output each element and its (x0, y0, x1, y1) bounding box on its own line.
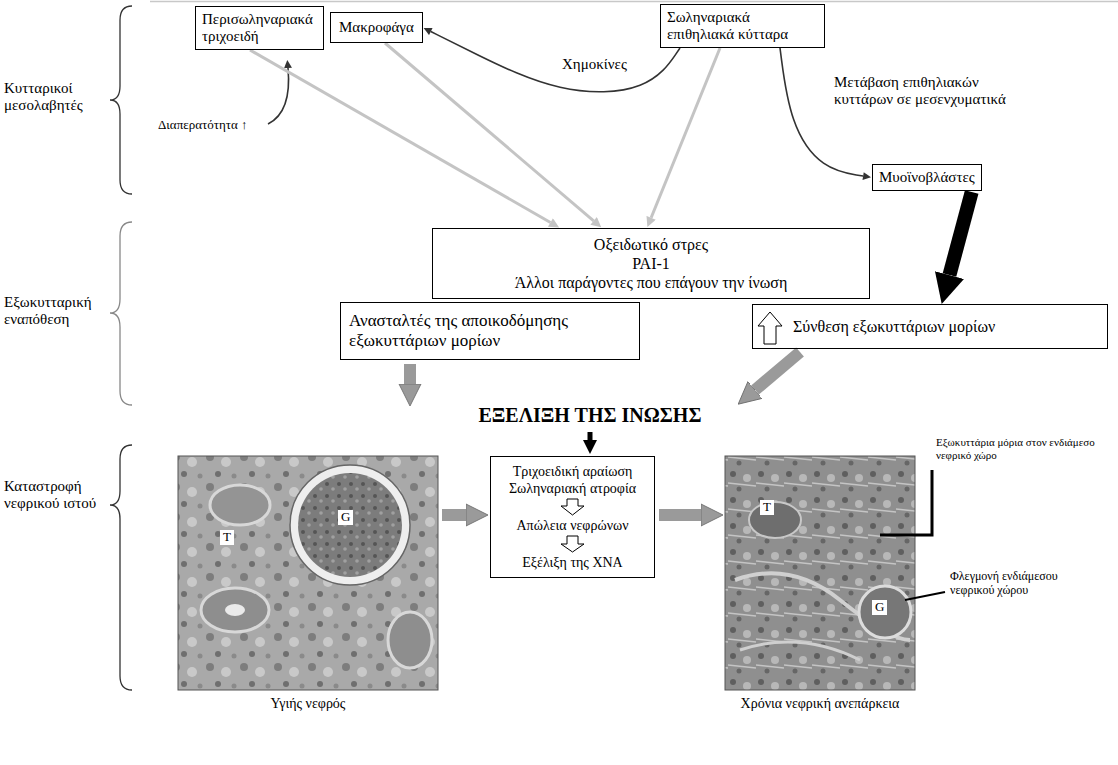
box-text: Ανασταλτές της αποικοδόμησης εξωκυττάριω… (349, 311, 631, 351)
edge-label: Χημοκίνες (560, 56, 629, 73)
block-arrow (442, 509, 466, 521)
healthy-micrograph (178, 456, 438, 690)
flow-arrow (250, 50, 550, 223)
structure-tag: G (338, 510, 353, 525)
block-arrow (755, 352, 800, 390)
box-text: Σωληναριακά επιθηλιακά κύτταρα (667, 9, 818, 43)
leader-line (905, 592, 945, 600)
leader-line (880, 470, 932, 535)
synthesis-box: Σύνθεση εξωκυττάριων μορίων (752, 304, 1108, 349)
structure-tag: G (872, 600, 887, 615)
box-text: PAI-1 (439, 254, 863, 273)
section-brace (110, 222, 132, 405)
box-text: Απώλεια νεφρώνων (497, 517, 648, 534)
structure-tag: T (220, 530, 234, 545)
box-text: Περισωληναριακά τριχοειδή (202, 11, 317, 45)
tubule (201, 588, 269, 632)
section-brace (110, 445, 132, 690)
down-symbol (561, 536, 584, 552)
box-text: Σύνθεση εξωκυττάριων μορίων (793, 317, 1099, 336)
section-label: Κυτταρικοί μεσολαβητές (4, 80, 108, 115)
down-symbol (561, 499, 584, 515)
cell-box: Μακροφάγα (330, 12, 423, 43)
outcome-box: Τριχοειδική αραίωσηΣωληναριακή ατροφίαΑπ… (490, 456, 655, 578)
section-label: Καταστροφή νεφρικού ιστού (4, 478, 108, 513)
section-label: Εξωκυτταρική εναπόθεση (4, 294, 108, 329)
flow-arrow (949, 192, 971, 275)
box-text: Οξειδωτικό στρες (439, 235, 863, 254)
edge-label: Μετάβαση επιθηλιακών κυττάρων σε μεσενχυ… (832, 74, 1011, 109)
stage-heading: ΕΞΕΛΙΞΗ ΤΗΣ ΙΝΩΣΗΣ (440, 404, 740, 427)
effect-label: Διαπερατότητα ↑ (158, 118, 248, 133)
box-text: Μυοϊνοβλάστες (879, 169, 975, 186)
flow-arrow (651, 48, 720, 218)
image-caption: Χρόνια νεφρική ανεπάρκεια (700, 696, 940, 712)
vessel-box: Περισωληναριακά τριχοειδή (195, 6, 324, 50)
glomerulus (298, 473, 402, 577)
image-caption: Υγιής νεφρός (208, 696, 408, 712)
tubule (388, 612, 432, 668)
inhibitor-box: Ανασταλτές της αποικοδόμησης εξωκυττάριω… (340, 302, 640, 360)
box-text: Τριχοειδική αραίωση (497, 463, 648, 480)
section-brace (110, 6, 132, 194)
sclerotic-glomerulus (859, 586, 911, 638)
cell-box: Μυοϊνοβλάστες (872, 164, 982, 191)
tubule-lumen (225, 604, 245, 616)
flow-arrow (780, 48, 863, 176)
frame-line (150, 1, 1118, 3)
tubule (210, 485, 270, 525)
increase-symbol (758, 312, 782, 344)
block-arrow (404, 364, 416, 384)
fibrosis-streak (735, 573, 910, 640)
block-arrow (659, 509, 701, 521)
box-text: Σωληναριακή ατροφία (497, 480, 648, 497)
box-text: Μακροφάγα (339, 19, 414, 36)
box-text: Εξέλιξη της ΧΝΑ (497, 554, 648, 571)
mediator-box: Οξειδωτικό στρεςPAI-1Άλλοι παράγοντες πο… (432, 228, 870, 299)
diseased-micrograph (725, 456, 915, 690)
fibrosis-streak (740, 642, 860, 660)
cell-box: Σωληναριακά επιθηλιακά κύτταρα (660, 4, 825, 48)
atrophic-tubule (749, 502, 801, 538)
bowman-capsule (290, 465, 410, 585)
effect-arrow (268, 68, 289, 124)
structure-tag: T (760, 500, 774, 515)
box-text: Άλλοι παράγοντες που επάγουν την ίνωση (439, 273, 863, 292)
block-arrow (588, 432, 593, 440)
callout-label: Εξωκυττάρια μόρια στον ενδιάμεσο νεφρικό… (936, 436, 1112, 461)
flow-arrow (431, 32, 680, 92)
callout-label: Φλεγμονή ενδιάμεσου νεφρικού χώρου (950, 570, 1070, 598)
